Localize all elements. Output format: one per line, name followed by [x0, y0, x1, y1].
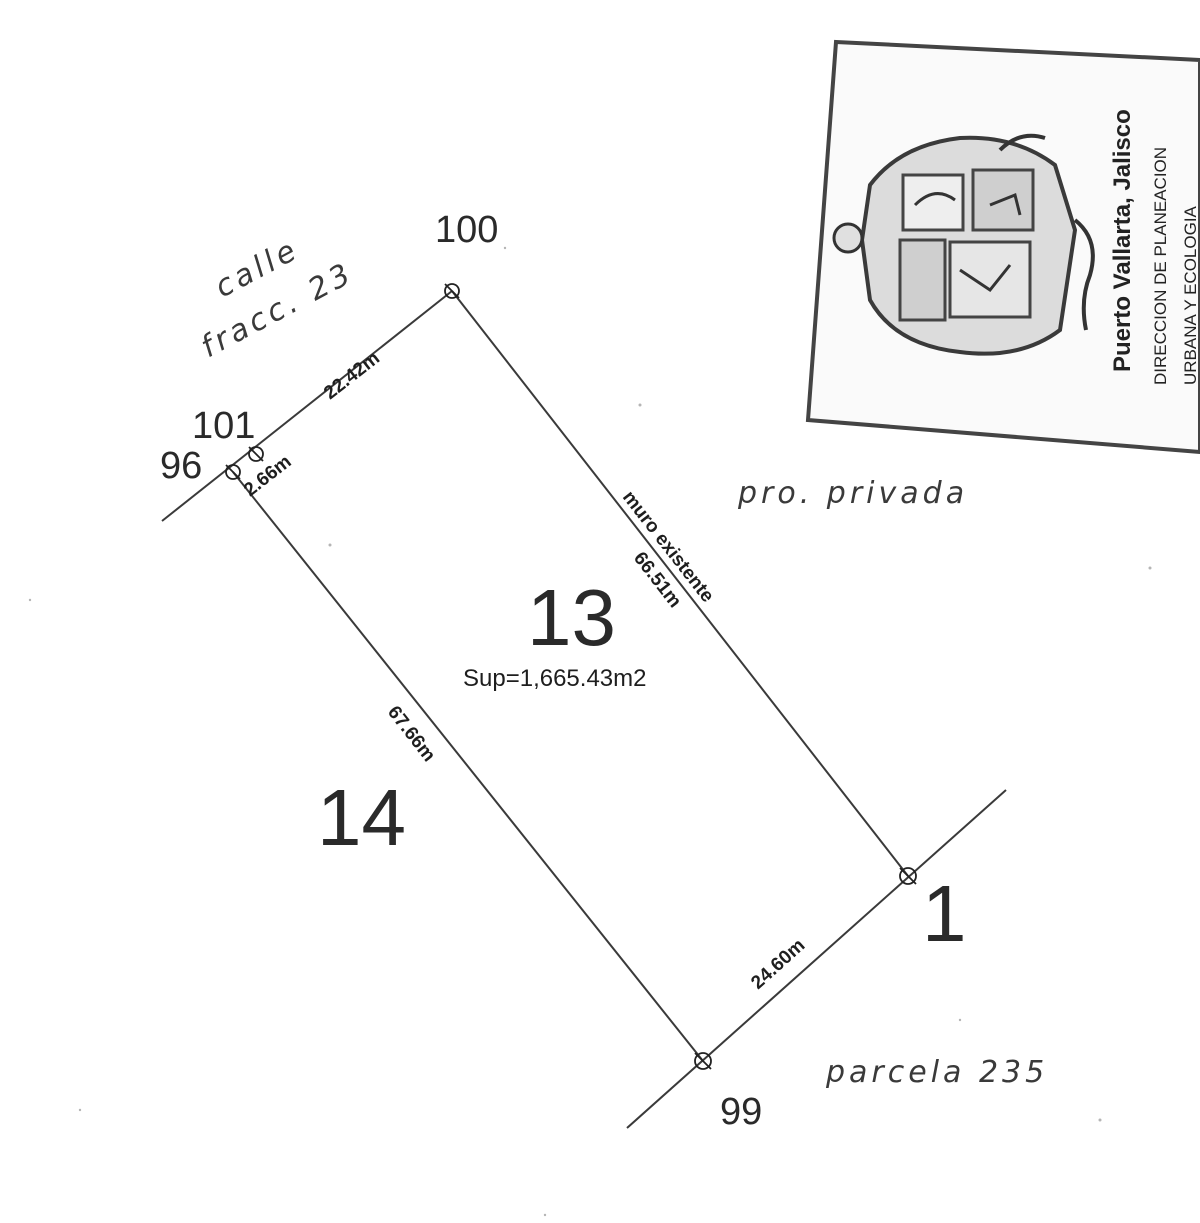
vertex-marker-1	[899, 867, 917, 885]
dimension-north-a: 22.42m	[320, 348, 384, 404]
south-boundary-label: parcela 235	[825, 1055, 1048, 1090]
vertex-marker-100	[444, 283, 460, 299]
vertex-label-99: 99	[720, 1091, 762, 1133]
south-parcel-line	[626, 789, 1007, 1129]
dimension-north-b: 2.66m	[240, 451, 295, 501]
coat-of-arms-icon	[832, 133, 1095, 356]
stamp-dept-line2: URBANA Y ECOLOGIA	[1181, 205, 1200, 385]
vertex-marker-99	[694, 1052, 712, 1070]
north-street-line	[161, 290, 453, 522]
vertex-marker-96	[225, 464, 241, 480]
east-wall-line	[451, 290, 909, 877]
east-boundary-label: pro. privada	[737, 476, 968, 511]
lot-boundary	[161, 290, 1007, 1129]
municipal-stamp: Puerto Vallarta, Jalisco DIRECCION DE PL…	[805, 39, 1200, 455]
vertex-markers	[225, 283, 917, 1070]
vertex-label-100: 100	[435, 209, 498, 251]
stamp-city: Puerto Vallarta, Jalisco	[1109, 109, 1136, 372]
dimension-west: 67.66m	[383, 702, 439, 766]
neighbor-point-label: 1	[922, 869, 967, 958]
lot-number: 13	[527, 573, 616, 662]
vertex-label-96: 96	[160, 445, 202, 487]
stamp-dept-line1: DIRECCION DE PLANEACION	[1151, 147, 1170, 385]
vertex-marker-101	[248, 446, 264, 462]
lot-area: Sup=1,665.43m2	[463, 665, 646, 692]
west-boundary-line	[232, 471, 704, 1062]
vertex-label-101: 101	[192, 405, 255, 447]
neighbor-lot-number: 14	[317, 773, 406, 862]
dimension-south: 24.60m	[747, 935, 809, 994]
